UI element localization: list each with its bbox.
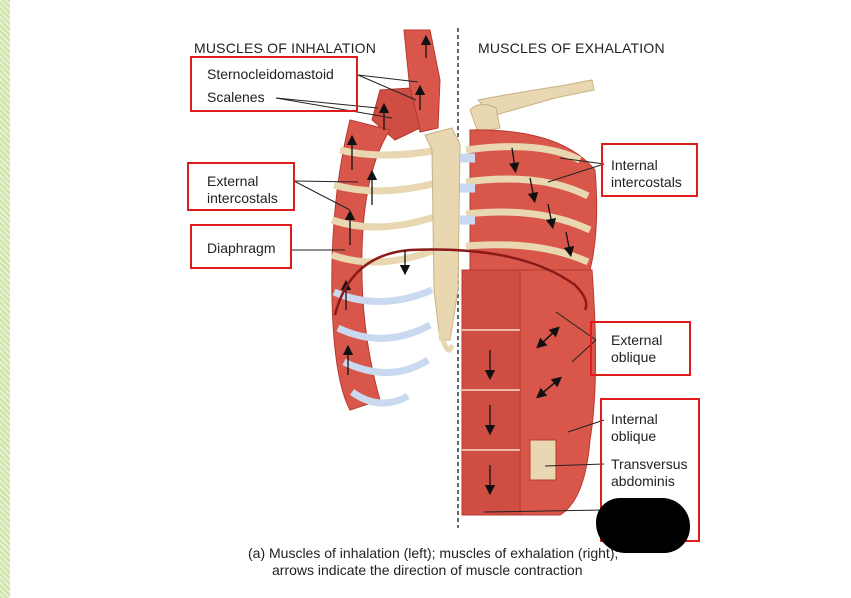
label-diaphragm: Diaphragm — [207, 240, 275, 257]
inhalation-header: MUSCLES OF INHALATION — [194, 40, 376, 56]
abdominal-wall — [462, 270, 596, 515]
label-internal-oblique-line2: oblique — [611, 428, 656, 445]
label-external-intercostals-line2: intercostals — [207, 190, 278, 207]
caption-line-1: (a) Muscles of inhalation (left); muscle… — [248, 545, 618, 561]
label-transversus-abdominis-line2: abdominis — [611, 473, 675, 490]
sternum — [425, 128, 460, 340]
exhalation-header: MUSCLES OF EXHALATION — [478, 40, 665, 56]
right-rib-cage — [460, 130, 597, 270]
shoulder-joint — [470, 104, 500, 132]
rectus-abdominis — [462, 270, 520, 515]
label-scalenes: Scalenes — [207, 89, 265, 106]
label-sternocleidomastoid: Sternocleidomastoid — [207, 66, 334, 83]
label-internal-oblique-line1: Internal — [611, 411, 658, 428]
caption-line-2: arrows indicate the direction of muscle … — [248, 562, 718, 579]
label-external-intercostals-line1: External — [207, 173, 258, 190]
label-external-oblique-line2: oblique — [611, 349, 656, 366]
label-internal-intercostals-line2: intercostals — [611, 174, 682, 191]
label-external-oblique-line1: External — [611, 332, 662, 349]
transversus-window — [530, 440, 556, 480]
clipped-title-fragment: ​ — [118, 0, 338, 6]
label-transversus-abdominis-line1: Transversus — [611, 456, 688, 473]
redaction-blob — [596, 498, 690, 553]
label-internal-intercostals-line1: Internal — [611, 157, 658, 174]
